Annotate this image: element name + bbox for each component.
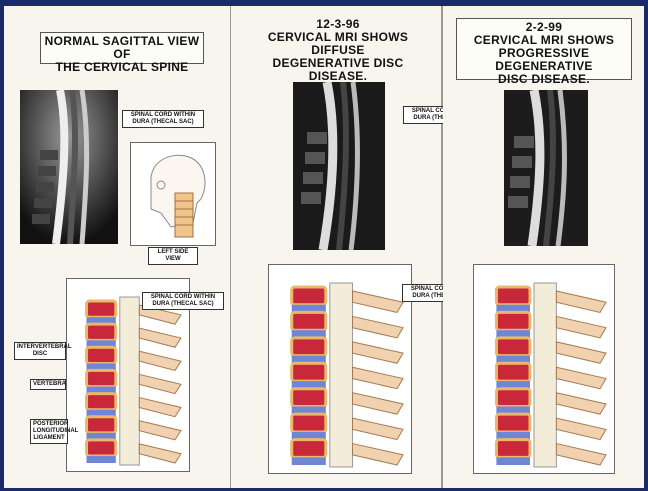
title-line: CERVICAL MRI SHOWS xyxy=(473,33,615,47)
disc xyxy=(496,431,530,440)
vertebra-body xyxy=(85,345,118,365)
spinous-process xyxy=(352,315,404,339)
side-view-illustration xyxy=(130,142,216,246)
vertebra-body xyxy=(290,285,328,307)
skull-spine-image xyxy=(150,154,206,238)
label-vertebra: VERTEBRA xyxy=(30,379,66,390)
title-line: 12-3-96 xyxy=(316,17,360,31)
mri-normal-cord-label: SPINAL CORD WITHIN DURA (THECAL SAC) xyxy=(122,110,204,128)
vertebra-body xyxy=(494,310,532,332)
spinal-cord xyxy=(533,282,557,468)
spine-normal-illus xyxy=(67,279,189,471)
disc xyxy=(496,457,530,465)
spinous-process xyxy=(138,350,182,372)
illustration-1999 xyxy=(473,264,615,474)
mri-1999 xyxy=(504,90,588,246)
vertebra-body xyxy=(494,438,532,459)
side-view-label: LEFT SIDE VIEW xyxy=(148,247,198,265)
panel-normal-title: NORMAL SAGITTAL VIEW OF THE CERVICAL SPI… xyxy=(40,32,204,74)
vertebra-body xyxy=(494,387,532,409)
spinous-process xyxy=(352,392,404,415)
disc xyxy=(86,456,116,463)
mri-1996-image xyxy=(293,82,385,250)
title-line: 2-2-99 xyxy=(525,20,563,34)
label-posterior-ligament: POSTERIOR LONGITUDINAL LIGAMENT xyxy=(30,419,78,444)
mri-normal xyxy=(20,90,118,244)
vertebra-body xyxy=(290,387,328,409)
vertebra-body xyxy=(290,438,328,459)
vertebra-body xyxy=(290,412,328,434)
spinous-process xyxy=(555,290,607,313)
disc xyxy=(291,330,326,338)
title-line: DISC DISEASE. xyxy=(498,72,590,86)
disc xyxy=(291,457,326,465)
vertebra-body xyxy=(290,310,328,332)
disc xyxy=(496,304,530,313)
title-line: NORMAL SAGITTAL VIEW OF xyxy=(44,34,200,61)
spinous-process xyxy=(555,392,607,415)
illus-normal-cord-label: SPINAL CORD WITHIN DURA (THECAL SAC) xyxy=(142,292,224,310)
vertebra-body xyxy=(85,368,118,389)
spinous-process xyxy=(138,396,182,418)
disc xyxy=(86,363,116,371)
spinal-cord xyxy=(329,282,354,468)
spinous-process xyxy=(555,315,607,339)
spinous-process xyxy=(138,420,182,441)
mri-1999-image xyxy=(504,90,588,246)
disc xyxy=(291,381,326,389)
disc xyxy=(291,355,326,364)
vertebra-body xyxy=(494,285,532,307)
disc xyxy=(86,432,116,440)
spinous-process xyxy=(352,366,404,390)
spinous-process xyxy=(138,327,182,348)
spinous-process xyxy=(352,341,404,364)
mri-1996 xyxy=(293,82,385,250)
disc xyxy=(86,409,116,417)
title-line: THE CERVICAL SPINE xyxy=(55,60,189,74)
spinous-process xyxy=(352,442,404,466)
vertebra-body xyxy=(494,336,532,358)
spine-1999-illus xyxy=(474,265,614,473)
vertebra-body xyxy=(85,438,118,458)
title-line: CERVICAL MRI SHOWS DIFFUSE xyxy=(267,30,409,57)
vertebra-body xyxy=(85,299,118,319)
vertebra-body xyxy=(85,415,118,435)
spinous-process xyxy=(555,417,607,441)
mri-normal-image xyxy=(20,90,118,244)
illustration-normal xyxy=(66,278,190,472)
vertebra-body xyxy=(85,392,118,412)
title-line: PROGRESSIVE DEGENERATIVE xyxy=(495,46,593,73)
disc xyxy=(86,317,116,325)
vertebra-body xyxy=(290,361,328,383)
disc xyxy=(496,355,530,364)
disc xyxy=(496,406,530,415)
vertebra-body xyxy=(85,322,118,342)
spinous-process xyxy=(555,341,607,364)
vertebra-body xyxy=(494,361,532,383)
disc xyxy=(291,406,326,415)
label-intervertebral-disc: INTERVERTEBRAL DISC xyxy=(14,342,72,360)
disc xyxy=(86,386,116,394)
spinous-process xyxy=(555,366,607,390)
spinous-process xyxy=(352,290,404,313)
spinal-cord xyxy=(119,296,140,466)
spinous-process xyxy=(352,417,404,441)
disc xyxy=(496,381,530,389)
disc xyxy=(496,330,530,338)
disc xyxy=(291,431,326,440)
vertebra-body xyxy=(290,336,328,358)
vertebra-body xyxy=(494,412,532,434)
spinous-process xyxy=(138,443,182,464)
title-line: DEGENERATIVE DISC DISEASE. xyxy=(272,56,404,83)
disc xyxy=(86,340,116,348)
panel-1999-title: 2-2-99 CERVICAL MRI SHOWS PROGRESSIVE DE… xyxy=(456,18,632,86)
disc xyxy=(291,304,326,313)
illustration-1996 xyxy=(268,264,412,474)
spinous-process xyxy=(138,373,182,395)
spinous-process xyxy=(555,442,607,466)
spine-1996-illus xyxy=(269,265,411,473)
panel-1996-title: 12-3-96 CERVICAL MRI SHOWS DIFFUSE DEGEN… xyxy=(244,16,432,83)
